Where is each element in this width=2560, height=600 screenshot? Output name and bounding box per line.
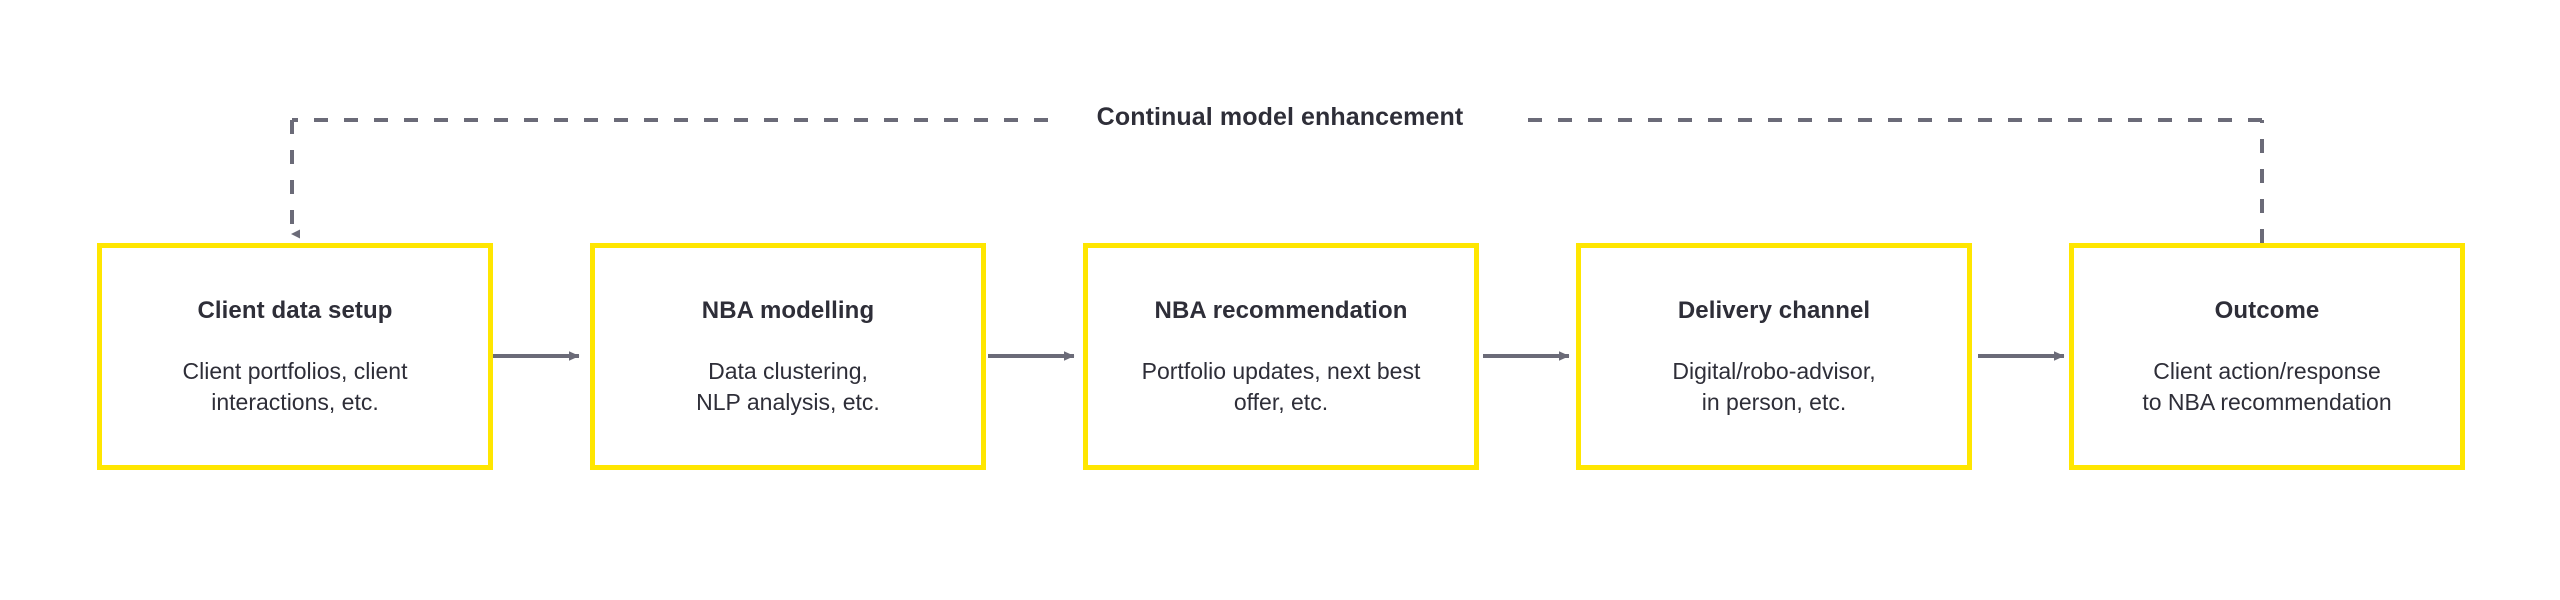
- stage-title: NBA modelling: [701, 297, 875, 324]
- stage-description: Data clustering, NLP analysis, etc.: [696, 358, 880, 415]
- stage-title: Outcome: [2214, 297, 2320, 324]
- stage-description: Client action/response to NBA recommenda…: [2142, 358, 2392, 415]
- stage-title: Delivery channel: [1677, 297, 1871, 324]
- stage-box-row: Client data setup Client portfolios, cli…: [97, 243, 2465, 470]
- stage-box-delivery-channel[interactable]: Delivery channel Digital/robo-advisor, i…: [1576, 243, 1972, 470]
- stage-box-client-data-setup[interactable]: Client data setup Client portfolios, cli…: [97, 243, 493, 470]
- stage-description: Client portfolios, client interactions, …: [182, 358, 408, 415]
- stage-box-nba-recommendation[interactable]: NBA recommendation Portfolio updates, ne…: [1083, 243, 1479, 470]
- stage-title: Client data setup: [197, 297, 393, 324]
- stage-title: NBA recommendation: [1154, 297, 1408, 324]
- stage-description: Portfolio updates, next best offer, etc.: [1141, 358, 1421, 415]
- stage-box-outcome[interactable]: Outcome Client action/response to NBA re…: [2069, 243, 2465, 470]
- stage-box-nba-modelling[interactable]: NBA modelling Data clustering, NLP analy…: [590, 243, 986, 470]
- stage-description: Digital/robo-advisor, in person, etc.: [1672, 358, 1876, 415]
- feedback-loop-label: Continual model enhancement: [1060, 100, 1500, 134]
